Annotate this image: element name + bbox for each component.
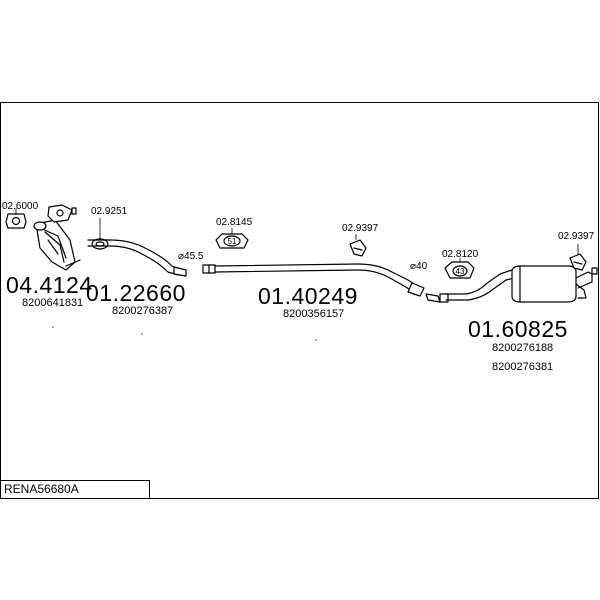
oem-8200641831: 8200641831: [22, 297, 84, 309]
gasket-size-51: 51: [228, 237, 237, 246]
part-number-01-40249: 01.40249: [258, 283, 358, 309]
gasket-02-6000-shape: [5, 213, 27, 229]
dimension-45-5: ⌀45.5: [178, 251, 204, 262]
diagram-frame: [0, 102, 599, 499]
rear-pipe-shape: [445, 269, 515, 301]
fitting-label-02-8145: 02.8145: [216, 217, 253, 228]
gasket-02-8145-shape: [215, 233, 249, 249]
oem-8200276381: 8200276381: [492, 361, 554, 373]
gasket-02-8120-shape: [444, 261, 475, 279]
hanger-02-9397-b-shape: [569, 253, 587, 271]
leader-lines: [15, 208, 579, 262]
catalytic-converter-shape: [33, 219, 81, 271]
gasket-size-43: 43: [456, 267, 465, 276]
dimension-40: ⌀40: [410, 261, 428, 272]
part-number-04-4124: 04.4124: [6, 272, 93, 298]
dots: [52, 326, 317, 341]
fitting-label-02-8120: 02.8120: [442, 249, 479, 260]
flange-converter-shape: [47, 204, 73, 223]
fitting-label-02-9397-a: 02.9397: [342, 223, 379, 234]
front-pipe-shape: [87, 239, 187, 277]
oem-8200276188: 8200276188: [492, 342, 554, 354]
end-fitting-shape: [591, 267, 598, 275]
joint-flange-shape: [425, 293, 449, 303]
fitting-label-02-6000: 02.6000: [2, 201, 39, 212]
fitting-label-02-9251: 02.9251: [91, 206, 128, 217]
part-number-01-60825: 01.60825: [468, 316, 568, 342]
intermediate-pipe-shape: [214, 263, 425, 297]
clamp-shape: [202, 264, 216, 274]
part-number-01-22660: 01.22660: [86, 280, 186, 306]
bolt-shape: [71, 207, 77, 215]
fitting-label-02-9397-b: 02.9397: [558, 231, 595, 242]
reference-code: RENA56680A: [0, 480, 150, 499]
oem-8200276387: 8200276387: [112, 305, 174, 317]
rear-silencer-shape: [511, 265, 593, 303]
hanger-02-9397-a-shape: [349, 239, 367, 257]
oem-8200356157: 8200356157: [283, 308, 345, 320]
